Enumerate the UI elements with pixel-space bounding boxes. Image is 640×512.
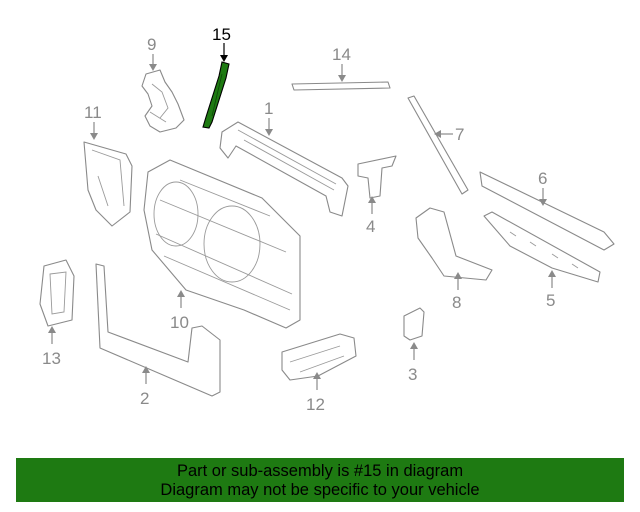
callout-13-arrow [48,326,56,333]
parts-diagram: 15 9 14 7 11 [39,25,615,414]
callout-5-arrow [548,270,556,277]
callout-3-label: 3 [408,365,417,384]
banner-line-1: Part or sub-assembly is #15 in diagram [176,462,464,480]
part-7-rail[interactable] [407,95,469,195]
callout-1: 1 [264,99,273,136]
callout-9: 9 [147,35,157,71]
callout-4: 4 [366,196,376,236]
callout-11: 11 [84,103,102,140]
part-9-bracket[interactable] [141,69,185,133]
part-2-lower-shield[interactable] [95,263,221,397]
callout-15-label: 15 [212,25,231,44]
callout-14: 14 [332,45,351,82]
part-15-strut[interactable] [202,61,230,129]
part-5-lower-rail[interactable] [483,211,601,283]
callout-12-arrow [313,372,321,379]
callout-3-arrow [410,342,418,349]
callout-12-label: 12 [306,395,325,414]
callout-5: 5 [546,270,556,310]
callout-7-arrow [434,130,441,138]
callout-8-arrow [454,272,462,279]
callout-3: 3 [408,342,418,384]
callout-10: 10 [170,290,189,332]
callout-4-label: 4 [366,217,375,236]
callout-10-label: 10 [170,313,189,332]
callout-11-arrow [90,133,98,140]
callout-10-arrow [177,290,185,297]
callout-2-label: 2 [140,389,149,408]
callout-6-label: 6 [538,169,547,188]
callout-5-label: 5 [546,291,555,310]
callout-9-label: 9 [147,35,156,54]
info-banner: Part or sub-assembly is #15 in diagram D… [16,458,624,502]
callout-2-arrow [142,366,150,373]
callout-13-label: 13 [42,349,61,368]
callout-12: 12 [306,372,325,414]
callout-6: 6 [538,169,547,206]
part-13-guide[interactable] [39,259,75,327]
callout-6-arrow [539,199,547,206]
part-12-duct[interactable] [281,333,357,381]
callout-4-arrow [368,196,376,203]
part-1-upper-carrier[interactable] [219,121,349,217]
callout-15: 15 [212,25,231,62]
part-6-rail[interactable] [479,171,615,251]
callout-7-label: 7 [455,125,464,144]
callout-15-arrow [220,55,228,62]
callout-13: 13 [42,326,61,368]
callout-14-label: 14 [332,45,351,64]
callout-8: 8 [452,272,462,312]
callout-1-arrow [265,129,273,136]
callout-2: 2 [140,366,150,408]
banner-line-2: Diagram may not be specific to your vehi… [160,481,480,499]
callout-8-label: 8 [452,293,461,312]
part-3-clip[interactable] [403,307,425,341]
callout-9-arrow [149,64,157,71]
part-10-front-carrier[interactable] [143,159,301,329]
callout-1-label: 1 [264,99,273,118]
callout-11-label: 11 [84,103,102,122]
callout-14-arrow [338,75,346,82]
callout-7: 7 [434,125,464,144]
part-11-panel[interactable] [83,141,133,227]
part-4-bracket[interactable] [357,155,397,199]
part-8-air-duct[interactable] [415,207,493,281]
part-14-strip[interactable] [291,81,391,91]
